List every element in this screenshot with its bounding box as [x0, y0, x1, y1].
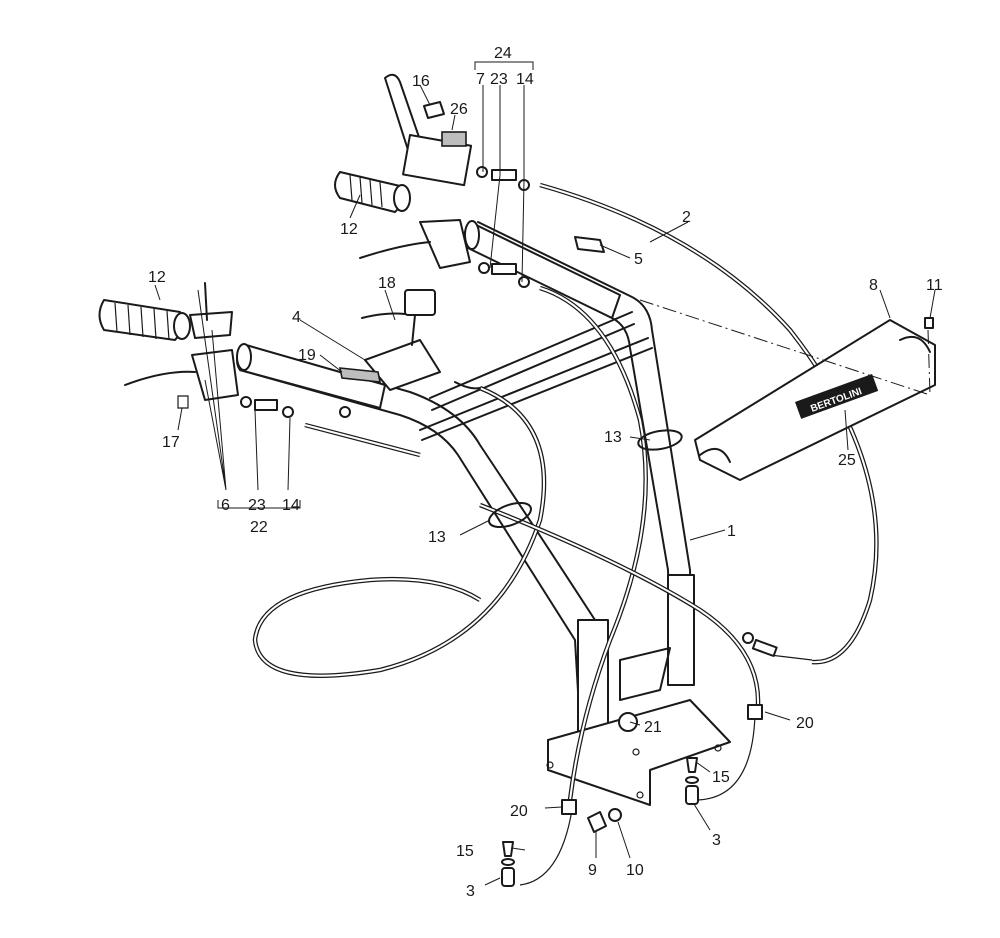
callout-18: 18 [378, 275, 396, 292]
callout-21: 21 [644, 719, 662, 736]
callout-3a: 3 [466, 883, 475, 900]
callout-24: 24 [494, 45, 512, 62]
right-handle-assembly [334, 73, 605, 288]
callout-13b: 13 [604, 429, 622, 446]
cover-plate: BERTOLINI [694, 317, 936, 481]
clamp-rings [488, 429, 683, 529]
cables [252, 182, 879, 886]
callout-23a: 23 [490, 71, 508, 88]
callout-2: 2 [682, 209, 691, 226]
callout-8: 8 [869, 277, 878, 294]
callout-11: 11 [926, 277, 943, 294]
callout-22: 22 [250, 519, 268, 536]
base-hardware [501, 632, 778, 887]
handlebar-frame [236, 220, 731, 806]
callout-20a: 20 [796, 715, 814, 732]
callout-17: 17 [162, 434, 180, 451]
callout-1: 1 [727, 523, 736, 540]
brand-logo-plate [795, 373, 879, 419]
callout-20b: 20 [510, 803, 528, 820]
callout-6: 6 [221, 497, 230, 514]
callout-16: 16 [412, 73, 430, 90]
callout-3b: 3 [712, 832, 721, 849]
callout-19: 19 [298, 347, 316, 364]
callout-10: 10 [626, 862, 644, 879]
callout-26: 26 [450, 101, 468, 118]
callout-25: 25 [838, 452, 856, 469]
callout-7: 7 [476, 71, 485, 88]
callout-9: 9 [588, 862, 597, 879]
callout-15b: 15 [712, 769, 730, 786]
callout-labels: 1 2 3 3 4 5 6 7 8 9 10 11 12 12 13 13 14… [148, 45, 943, 900]
callout-13a: 13 [428, 529, 446, 546]
throttle-control [339, 289, 481, 391]
callout-14b: 14 [282, 497, 300, 514]
callout-5: 5 [634, 251, 643, 268]
left-handle-assembly [98, 282, 351, 418]
leader-lines [154, 61, 936, 886]
callout-15a: 15 [456, 843, 474, 860]
callout-23b: 23 [248, 497, 266, 514]
callout-12a: 12 [340, 221, 358, 238]
callout-4: 4 [292, 309, 301, 326]
callout-14a: 14 [516, 71, 534, 88]
callout-12b: 12 [148, 269, 166, 286]
